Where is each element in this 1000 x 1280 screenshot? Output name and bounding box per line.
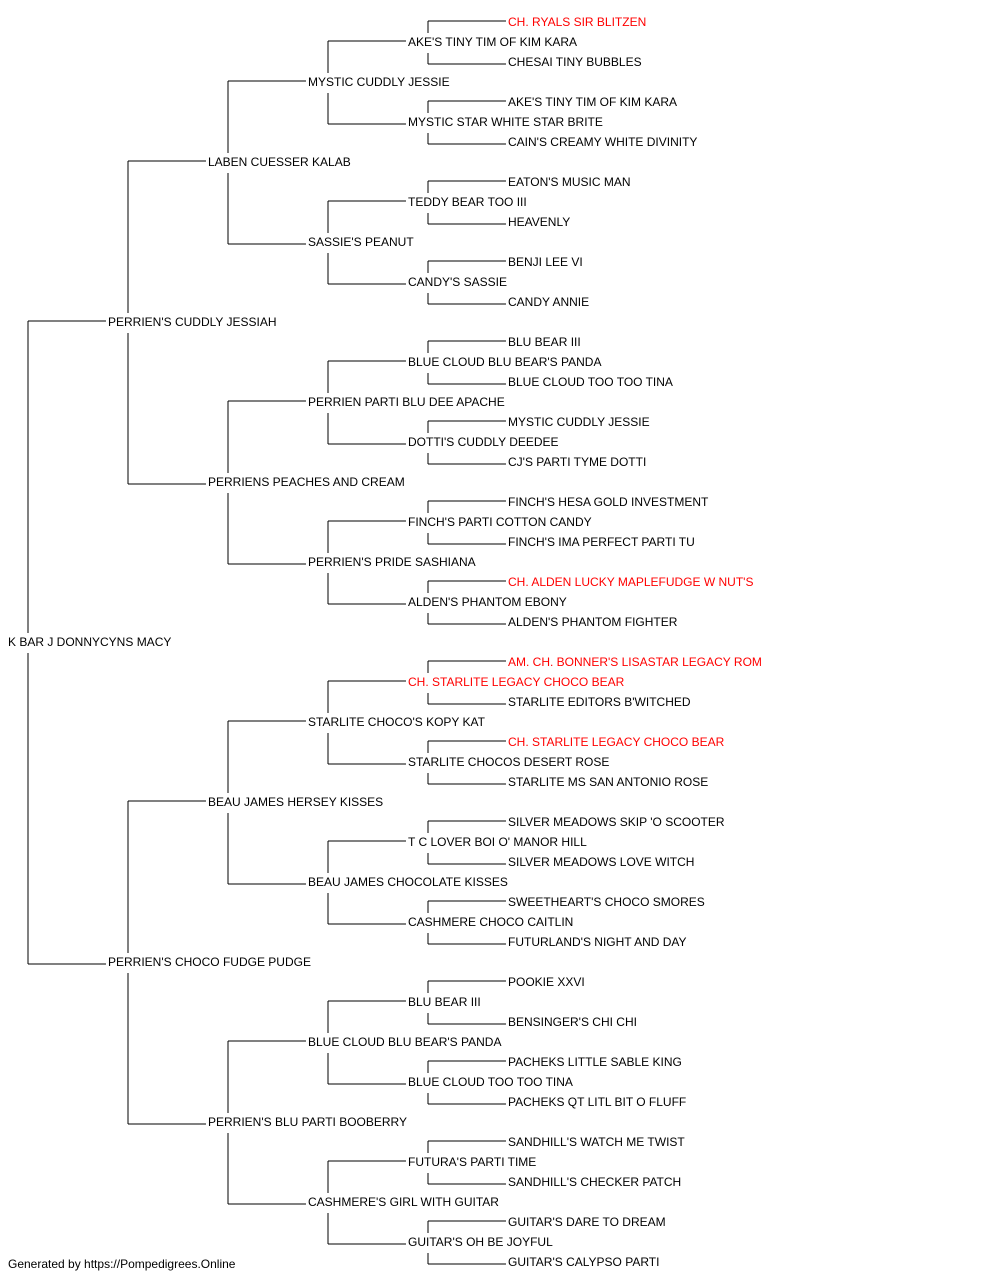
dog-name-gen4-sssd[interactable]: MYSTIC STAR WHITE STAR BRITE (408, 115, 603, 129)
dog-name-gen5-sdsdd[interactable]: CJ'S PARTI TYME DOTTI (508, 455, 646, 469)
dog-name-gen4-dssd[interactable]: STARLITE CHOCOS DESERT ROSE (408, 755, 609, 769)
dog-name-gen5-ssssd[interactable]: CHESAI TINY BUBBLES (508, 55, 642, 69)
dog-name-gen5-ddddd[interactable]: GUITAR'S CALYPSO PARTI (508, 1255, 659, 1269)
dog-name-gen3-dss[interactable]: STARLITE CHOCO'S KOPY KAT (308, 715, 486, 729)
dog-name-gen5-dddsd[interactable]: SANDHILL'S CHECKER PATCH (508, 1175, 681, 1189)
dog-name-gen5-dssds[interactable]: CH. STARLITE LEGACY CHOCO BEAR (508, 735, 725, 749)
dog-name-gen4-sddd[interactable]: ALDEN'S PHANTOM EBONY (408, 595, 567, 609)
dog-name-gen3-sdd[interactable]: PERRIEN'S PRIDE SASHIANA (308, 555, 476, 569)
dog-name-gen3-sds[interactable]: PERRIEN PARTI BLU DEE APACHE (308, 395, 505, 409)
dog-name-gen4-ddsd[interactable]: BLUE CLOUD TOO TOO TINA (408, 1075, 573, 1089)
dog-name-gen5-ddsds[interactable]: PACHEKS LITTLE SABLE KING (508, 1055, 682, 1069)
dog-name-gen3-dds[interactable]: BLUE CLOUD BLU BEAR'S PANDA (308, 1035, 501, 1049)
dog-name-gen4-sdsd[interactable]: DOTTI'S CUDDLY DEEDEE (408, 435, 559, 449)
dog-name-gen3-ddd[interactable]: CASHMERE'S GIRL WITH GUITAR (308, 1195, 499, 1209)
dog-name-gen4-dsdd[interactable]: CASHMERE CHOCO CAITLIN (408, 915, 573, 929)
dog-name-gen5-dsdds[interactable]: SWEETHEART'S CHOCO SMORES (508, 895, 705, 909)
dog-name-gen5-sdssd[interactable]: BLUE CLOUD TOO TOO TINA (508, 375, 673, 389)
dog-name-gen5-sddss[interactable]: FINCH'S HESA GOLD INVESTMENT (508, 495, 709, 509)
dog-name-gen4-ddds[interactable]: FUTURA'S PARTI TIME (408, 1155, 536, 1169)
dog-name-gen5-sddsd[interactable]: FINCH'S IMA PERFECT PARTI TU (508, 535, 695, 549)
dog-name-gen5-ssdds[interactable]: BENJI LEE VI (508, 255, 583, 269)
dog-name-gen5-dsdsd[interactable]: SILVER MEADOWS LOVE WITCH (508, 855, 694, 869)
dog-name-gen5-ddssd[interactable]: BENSINGER'S CHI CHI (508, 1015, 637, 1029)
dog-name-gen4-ssdd[interactable]: CANDY'S SASSIE (408, 275, 507, 289)
dog-name-gen5-dssdd[interactable]: STARLITE MS SAN ANTONIO ROSE (508, 775, 708, 789)
dog-name-gen5-sdsds[interactable]: MYSTIC CUDDLY JESSIE (508, 415, 650, 429)
dog-name-gen5-dsssd[interactable]: STARLITE EDITORS B'WITCHED (508, 695, 691, 709)
dog-name-gen4-dddd[interactable]: GUITAR'S OH BE JOYFUL (408, 1235, 553, 1249)
dog-name-gen0[interactable]: K BAR J DONNYCYNS MACY (8, 635, 171, 649)
dog-name-gen5-sdsss[interactable]: BLU BEAR III (508, 335, 581, 349)
dog-name-gen5-dddds[interactable]: GUITAR'S DARE TO DREAM (508, 1215, 666, 1229)
dog-name-gen5-sdddd[interactable]: ALDEN'S PHANTOM FIGHTER (508, 615, 678, 629)
dog-name-gen5-sddds[interactable]: CH. ALDEN LUCKY MAPLEFUDGE W NUT'S (508, 575, 753, 589)
generated-by-footer: Generated by https://Pompedigrees.Online (8, 1257, 236, 1271)
dog-name-gen2-ds[interactable]: BEAU JAMES HERSEY KISSES (208, 795, 383, 809)
dog-name-gen5-ddsdd[interactable]: PACHEKS QT LITL BIT O FLUFF (508, 1095, 686, 1109)
dog-name-gen1-d[interactable]: PERRIEN'S CHOCO FUDGE PUDGE (108, 955, 311, 969)
dog-name-gen4-sdss[interactable]: BLUE CLOUD BLU BEAR'S PANDA (408, 355, 601, 369)
dog-name-gen4-ddss[interactable]: BLU BEAR III (408, 995, 481, 1009)
dog-name-gen5-sssdd[interactable]: CAIN'S CREAMY WHITE DIVINITY (508, 135, 697, 149)
dog-name-gen4-ssss[interactable]: AKE'S TINY TIM OF KIM KARA (408, 35, 577, 49)
dog-name-gen5-ssddd[interactable]: CANDY ANNIE (508, 295, 589, 309)
dog-name-gen4-dsds[interactable]: T C LOVER BOI O' MANOR HILL (408, 835, 587, 849)
dog-name-gen2-ss[interactable]: LABEN CUESSER KALAB (208, 155, 351, 169)
dog-name-gen4-sdds[interactable]: FINCH'S PARTI COTTON CANDY (408, 515, 592, 529)
dog-name-gen5-ddsss[interactable]: POOKIE XXVI (508, 975, 585, 989)
dog-name-gen2-dd[interactable]: PERRIEN'S BLU PARTI BOOBERRY (208, 1115, 407, 1129)
dog-name-gen1-s[interactable]: PERRIEN'S CUDDLY JESSIAH (108, 315, 277, 329)
dog-name-gen5-dsdss[interactable]: SILVER MEADOWS SKIP 'O SCOOTER (508, 815, 725, 829)
dog-name-gen3-sss[interactable]: MYSTIC CUDDLY JESSIE (308, 75, 450, 89)
dog-name-gen5-dssss[interactable]: AM. CH. BONNER'S LISASTAR LEGACY ROM (508, 655, 762, 669)
dog-name-gen2-sd[interactable]: PERRIENS PEACHES AND CREAM (208, 475, 405, 489)
dog-name-gen5-sssds[interactable]: AKE'S TINY TIM OF KIM KARA (508, 95, 677, 109)
dog-name-gen5-sssss[interactable]: CH. RYALS SIR BLITZEN (508, 15, 646, 29)
dog-name-gen5-dsddd[interactable]: FUTURLAND'S NIGHT AND DAY (508, 935, 687, 949)
dog-name-gen3-ssd[interactable]: SASSIE'S PEANUT (308, 235, 414, 249)
dog-name-gen5-ssdss[interactable]: EATON'S MUSIC MAN (508, 175, 631, 189)
dog-name-gen4-dsss[interactable]: CH. STARLITE LEGACY CHOCO BEAR (408, 675, 625, 689)
dog-name-gen5-ssdsd[interactable]: HEAVENLY (508, 215, 570, 229)
dog-name-gen3-dsd[interactable]: BEAU JAMES CHOCOLATE KISSES (308, 875, 508, 889)
dog-name-gen4-ssds[interactable]: TEDDY BEAR TOO III (408, 195, 527, 209)
dog-name-gen5-dddss[interactable]: SANDHILL'S WATCH ME TWIST (508, 1135, 685, 1149)
